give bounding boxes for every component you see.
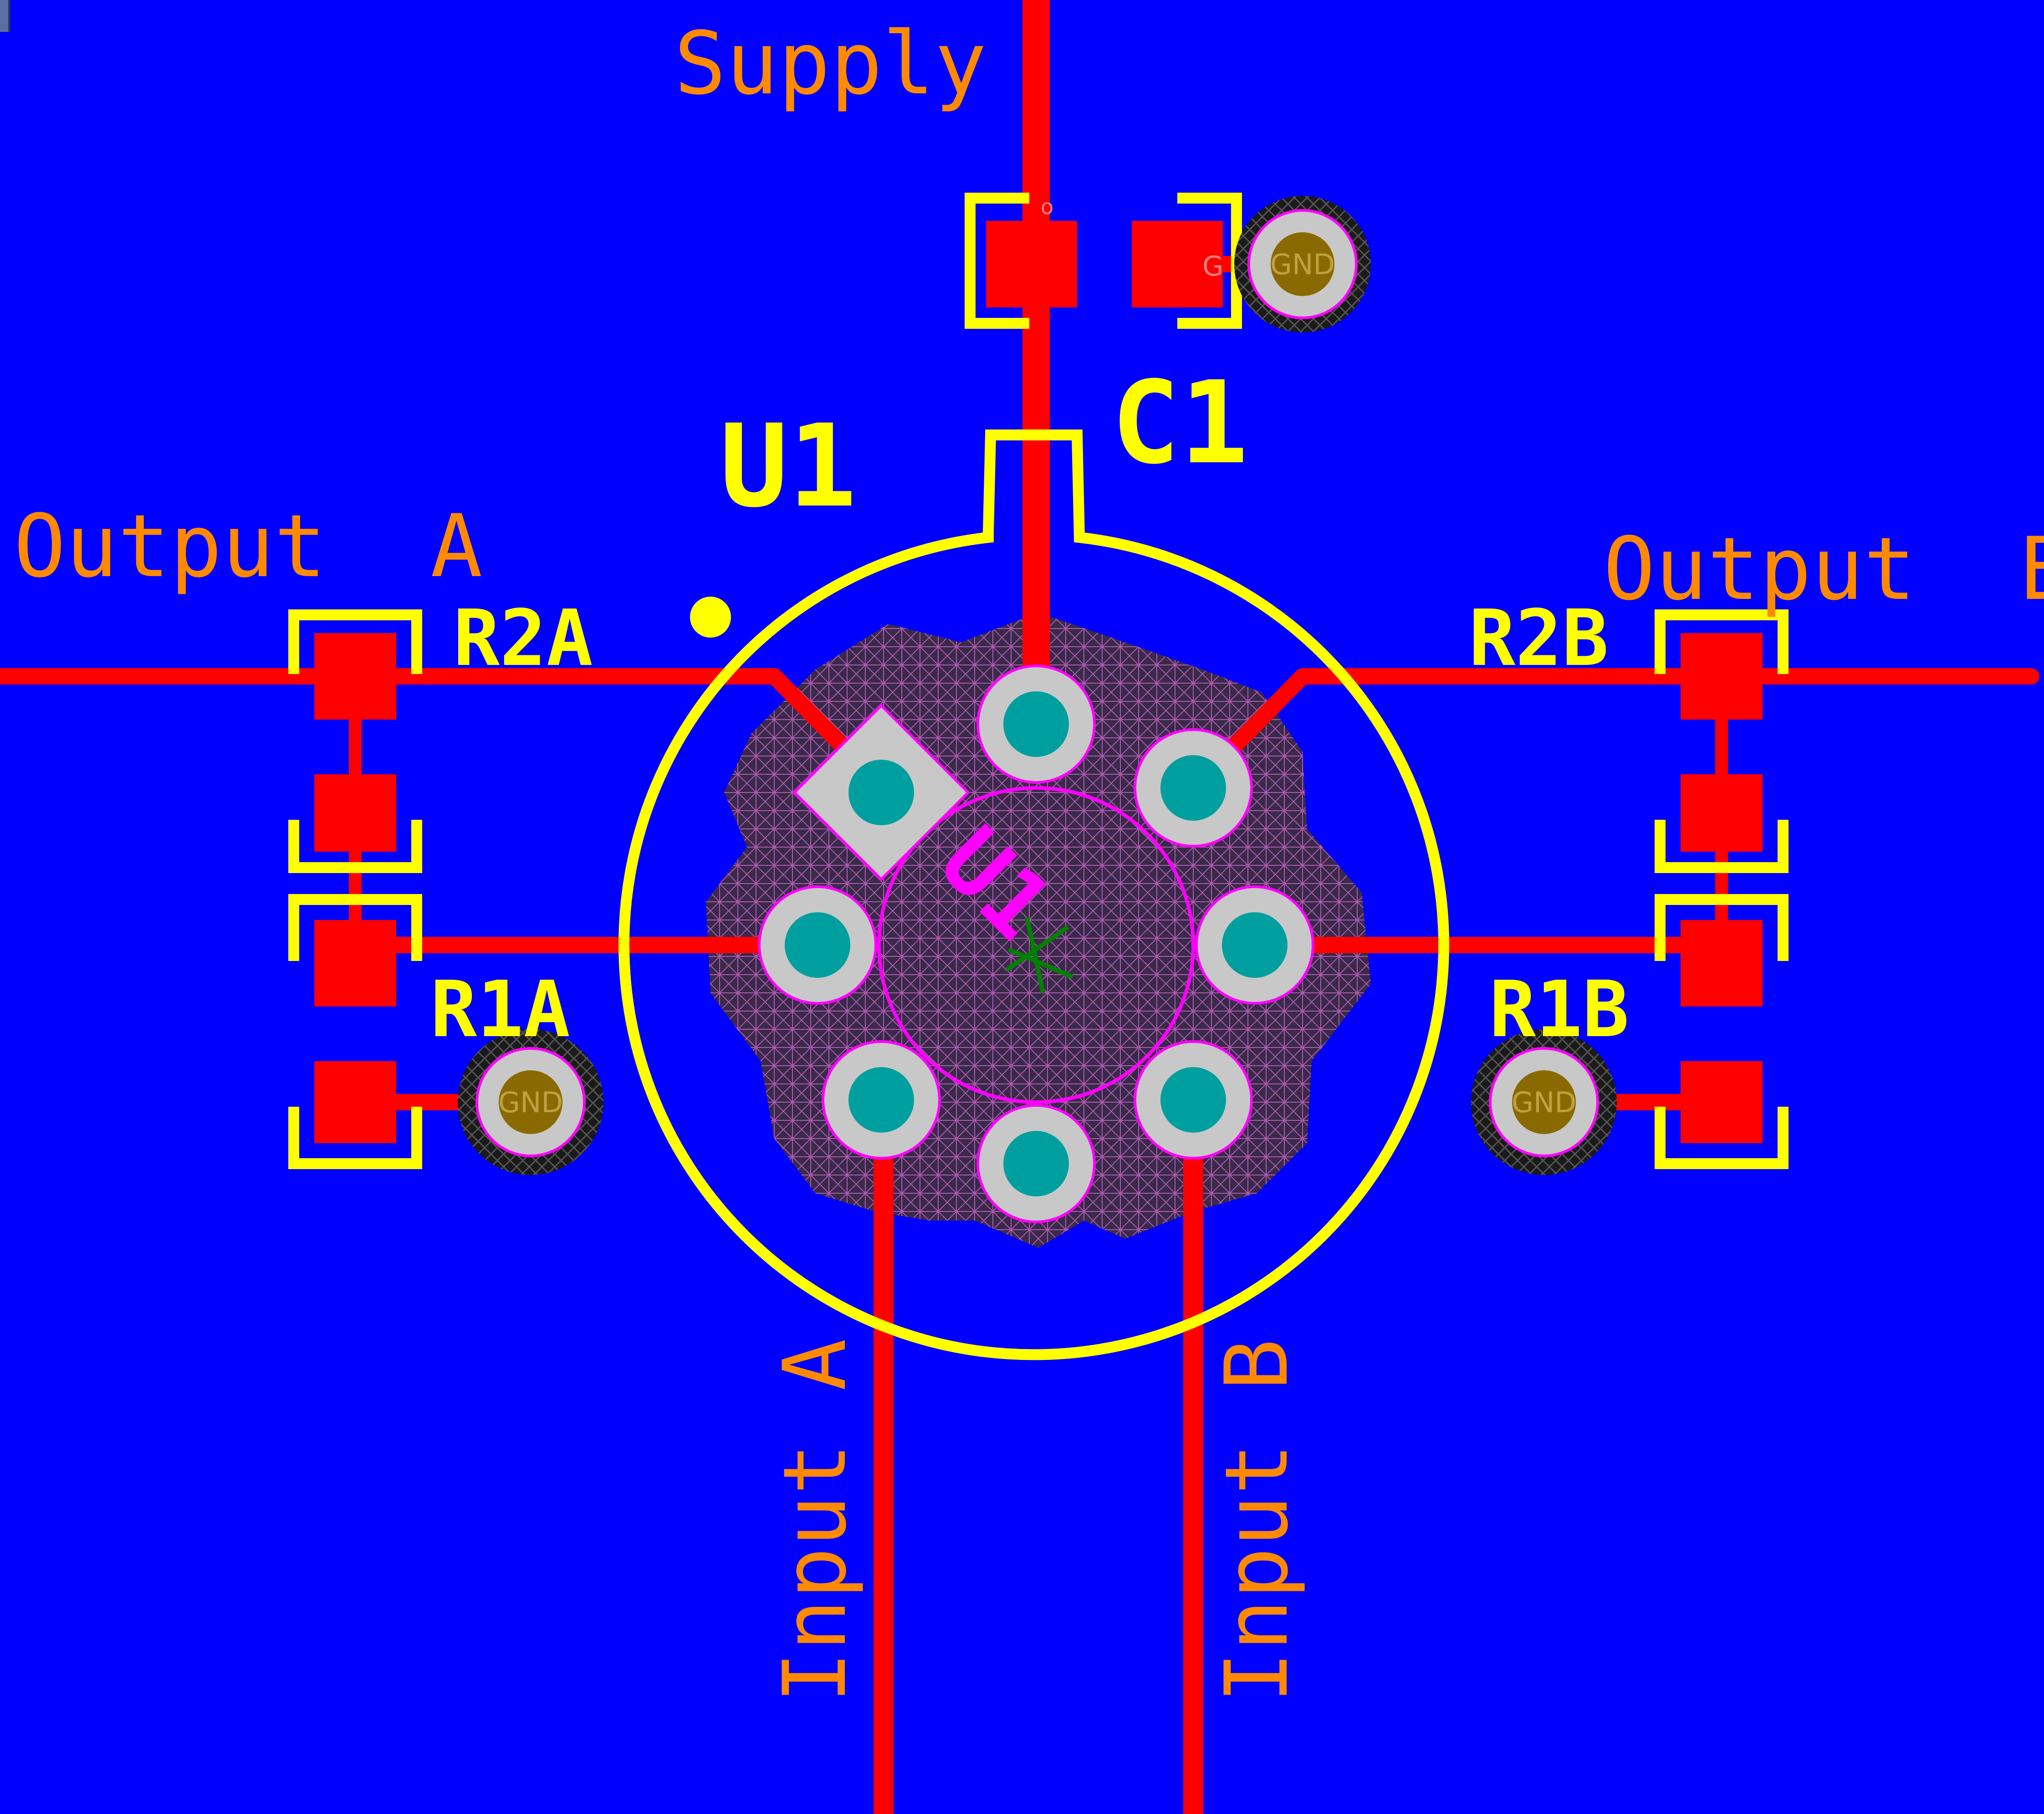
pin1-marker-icon — [690, 597, 731, 638]
u1-silk-outline — [618, 429, 1449, 1360]
u1-pin-3-drill — [848, 1067, 914, 1133]
gnd-vias — [458, 196, 1617, 1175]
r1b-pad-2[interactable] — [1681, 1061, 1763, 1143]
designator-r2a: R2A — [453, 593, 593, 684]
u1-pin-8-drill — [1003, 691, 1069, 757]
r2b-pad-1[interactable] — [1681, 633, 1763, 720]
gnd-via-r1a-label: GND — [498, 1086, 563, 1119]
trace-output-b — [1185, 668, 2039, 796]
u1-body-outline — [877, 786, 1195, 1104]
r1a-pad-1[interactable] — [314, 920, 396, 1007]
u1-pin-5-drill — [1160, 1067, 1226, 1133]
designator-r2b: R2B — [1469, 593, 1609, 684]
r2a-pad-2[interactable] — [314, 774, 396, 852]
u1-pin-6-drill — [1222, 912, 1288, 978]
designator-r1a: R1A — [430, 965, 570, 1055]
corner-handle[interactable] — [0, 0, 10, 32]
designator-c1: C1 — [1111, 357, 1248, 489]
c1-pad-2-mark: G — [1202, 250, 1224, 282]
c1-silk-left — [965, 193, 1029, 329]
net-label-output-a: Output A — [14, 496, 483, 597]
silkscreen — [288, 193, 1788, 1360]
u1-pin-1-drill — [848, 760, 914, 825]
r2a-pad-1[interactable] — [314, 633, 396, 720]
r2b-pad-2[interactable] — [1681, 774, 1763, 852]
c1-pad-2[interactable] — [1132, 221, 1223, 307]
r1b-silk-outline-top — [1655, 894, 1788, 961]
smd-pads — [314, 221, 1763, 1143]
u1-pin-7-drill — [1160, 755, 1226, 821]
c1-pad-1[interactable] — [986, 221, 1077, 307]
gnd-via-c1-label: GND — [1270, 248, 1335, 281]
gnd-via-r1b-label: GND — [1512, 1086, 1576, 1119]
designator-u1: U1 — [720, 400, 857, 532]
gnd-via-r1a-hole — [499, 1070, 562, 1134]
u1-pin-4-drill — [1003, 1131, 1069, 1196]
designator-r1b: R1B — [1489, 965, 1629, 1055]
origin-cross-icon — [1005, 917, 1073, 994]
gnd-via-c1-hole — [1271, 232, 1334, 296]
r1b-silk-outline-bottom — [1655, 1107, 1788, 1169]
net-label-output-b: Output B — [1603, 519, 2044, 619]
net-label-input-a: Input A — [765, 1339, 865, 1703]
r1a-pad-2[interactable] — [314, 1061, 396, 1143]
r1a-silk-outline-top — [288, 894, 422, 961]
r1b-pad-1[interactable] — [1681, 920, 1763, 1007]
u1-pin-2-drill — [785, 912, 850, 978]
r2b-silk-outline-bottom — [1655, 820, 1788, 873]
gnd-via-r1b-hole — [1512, 1070, 1576, 1134]
c1-pad-1-mark: o — [1041, 194, 1053, 219]
r2a-silk-outline-top — [288, 609, 422, 674]
u1-pads — [758, 664, 1314, 1223]
net-label-supply: Supply — [674, 13, 986, 114]
r2b-silk-outline-top — [1655, 609, 1788, 674]
r2a-silk-outline-bottom — [288, 820, 422, 873]
net-label-input-b: Input B — [1206, 1339, 1307, 1703]
r1a-silk-outline-bottom — [288, 1107, 422, 1169]
